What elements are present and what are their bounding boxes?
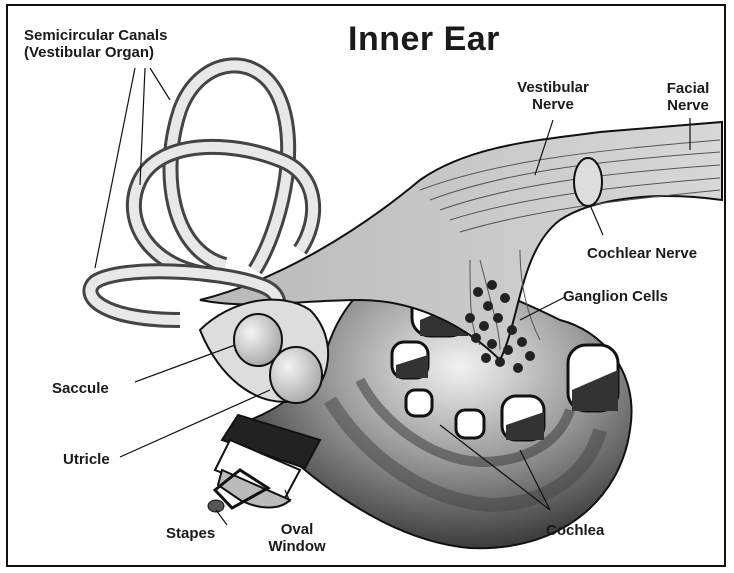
label-vestibular-line2: Nerve [508, 96, 598, 113]
semicircular-canals [90, 65, 313, 330]
label-facial-nerve: Facial Nerve [656, 80, 720, 114]
label-saccule: Saccule [52, 380, 109, 397]
label-facial-line2: Nerve [656, 97, 720, 114]
label-semicircular-line2: (Vestibular Organ) [24, 44, 167, 61]
label-oval-window: Oval Window [263, 521, 331, 555]
label-ganglion-cells: Ganglion Cells [563, 288, 668, 305]
diagram-title: Inner Ear [348, 20, 500, 59]
label-cochlea: Cochlea [546, 522, 604, 539]
label-stapes: Stapes [166, 525, 215, 542]
label-vestibular-line1: Vestibular [508, 79, 598, 96]
label-oval-line2: Window [263, 538, 331, 555]
label-vestibular-nerve: Vestibular Nerve [508, 79, 598, 113]
label-semicircular-line1: Semicircular Canals [24, 27, 167, 44]
label-utricle: Utricle [63, 451, 110, 468]
label-semicircular-canals: Semicircular Canals (Vestibular Organ) [24, 27, 167, 61]
label-oval-line1: Oval [263, 521, 331, 538]
label-facial-line1: Facial [656, 80, 720, 97]
utricle-shape [270, 347, 322, 403]
label-cochlear-nerve: Cochlear Nerve [587, 245, 697, 262]
